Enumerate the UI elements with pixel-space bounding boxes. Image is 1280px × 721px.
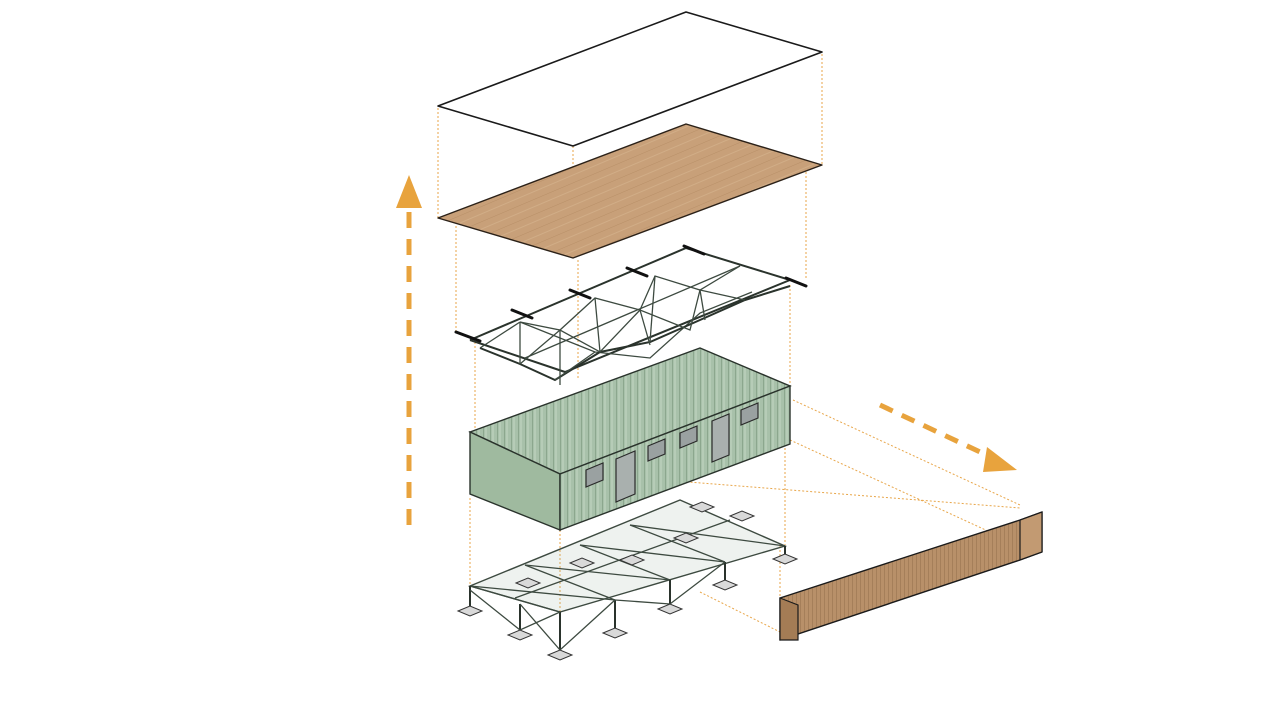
container-module-layer [468, 347, 792, 532]
roof-truss-layer [454, 244, 808, 385]
timber-screen-wall-layer [779, 511, 1043, 641]
vertical-stack-arrow [396, 175, 422, 525]
timber-deck-layer [437, 123, 823, 259]
horizontal-shift-arrow [878, 402, 1017, 472]
roof-sheet-layer [437, 11, 823, 147]
base-frame-layer [456, 499, 799, 661]
